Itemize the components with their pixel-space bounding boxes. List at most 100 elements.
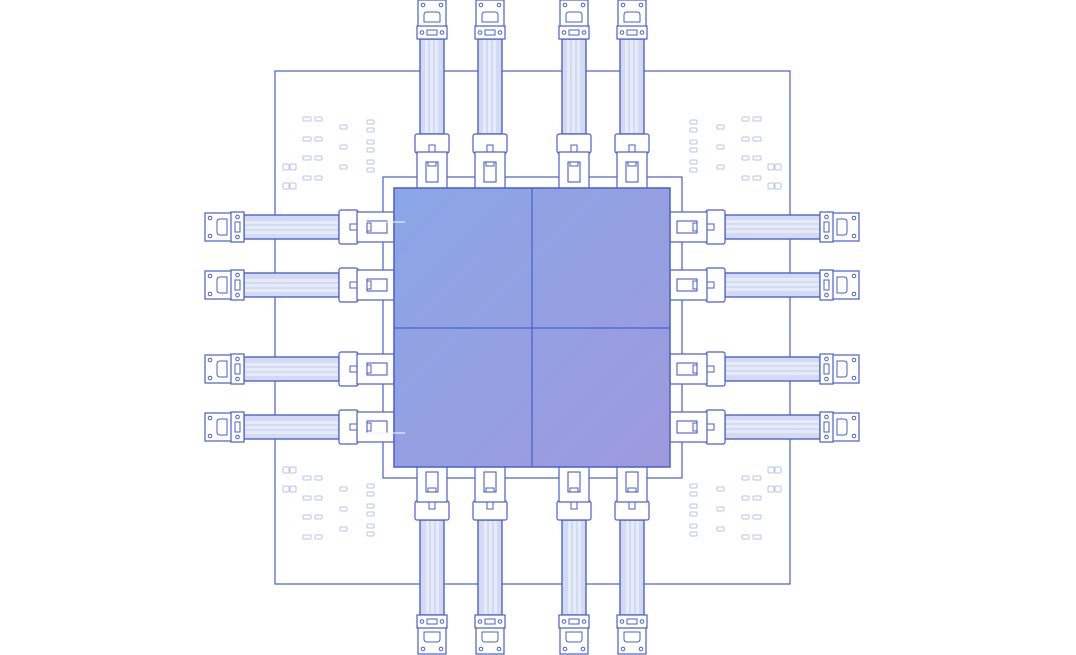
plug-collar <box>558 614 590 629</box>
plug-collar <box>558 25 590 40</box>
cable-stripe <box>494 521 497 614</box>
plug-port <box>836 276 848 294</box>
pad-mark <box>741 155 750 161</box>
screw-hole <box>851 215 857 221</box>
plug-collar <box>474 25 506 40</box>
pad-mark <box>741 475 750 481</box>
screw-hole <box>824 376 829 382</box>
screw-hole <box>824 414 829 420</box>
pad-mark <box>302 495 312 501</box>
cable-stripe <box>245 221 338 224</box>
connector-bottom <box>414 464 450 655</box>
screw-hole <box>639 619 645 624</box>
pad-mark <box>282 182 290 190</box>
pad-mark <box>302 514 312 520</box>
pad-mark <box>339 164 348 170</box>
socket-pin <box>366 222 372 232</box>
plug-head <box>204 412 233 442</box>
pad-mark <box>339 526 348 532</box>
screw-hole <box>420 2 426 8</box>
pad-mark <box>767 485 775 493</box>
pad-mark <box>302 475 312 481</box>
screw-hole <box>235 414 240 420</box>
pad-mark <box>314 136 323 142</box>
screw-hole <box>235 292 240 298</box>
pad-mark <box>752 136 762 142</box>
pad-mark <box>741 495 750 501</box>
screw-hole <box>638 646 644 652</box>
pad-mark <box>314 175 323 181</box>
pad-mark <box>289 466 297 474</box>
cable-stripe <box>484 521 487 614</box>
plug-head <box>204 270 233 300</box>
screw-hole <box>562 2 568 8</box>
cable-stripe <box>636 521 639 614</box>
cable-stripe <box>567 40 570 133</box>
cable-stripe <box>426 521 429 614</box>
screw-hole <box>496 646 502 652</box>
pad-mark <box>752 116 762 122</box>
screw-hole <box>824 434 829 440</box>
pad-mark <box>689 119 698 125</box>
screw-hole <box>207 291 213 297</box>
plug-head <box>831 412 860 442</box>
socket-pin <box>427 487 437 493</box>
screw-hole <box>851 357 857 363</box>
plug-port <box>836 418 848 436</box>
connector-left <box>204 209 395 245</box>
screw-hole <box>851 273 857 279</box>
pad-mark <box>314 116 323 122</box>
cable-stripe <box>726 420 819 423</box>
pad-mark <box>289 485 297 493</box>
screw-hole <box>207 375 213 381</box>
cable-stripe <box>568 521 571 614</box>
latch <box>234 421 241 433</box>
socket-pin <box>485 161 495 167</box>
plug-port <box>216 418 228 436</box>
pad-mark <box>302 116 312 122</box>
latch <box>484 618 496 625</box>
screw-hole <box>438 646 444 652</box>
socket <box>356 211 395 243</box>
cable-stripe <box>430 40 433 133</box>
latch <box>626 29 638 36</box>
pad-mark <box>716 144 725 150</box>
cable-stripe <box>245 421 338 424</box>
screw-hole <box>439 30 445 35</box>
pad-mark <box>774 163 782 171</box>
pad-mark <box>741 175 750 181</box>
pad-mark <box>339 486 348 492</box>
cable-stripe <box>726 425 819 428</box>
socket-pin <box>427 161 437 167</box>
cable-stripe <box>573 521 576 614</box>
pad-mark <box>314 495 323 501</box>
pad-mark <box>366 491 375 497</box>
screw-hole <box>581 619 587 624</box>
plug-port <box>216 218 228 236</box>
socket <box>616 464 648 503</box>
screw-hole <box>207 415 213 421</box>
screw-hole <box>235 376 240 382</box>
socket <box>474 464 506 503</box>
screw-hole <box>420 646 426 652</box>
latch <box>568 29 580 36</box>
plug-port <box>565 11 583 23</box>
socket <box>558 151 590 190</box>
latch <box>426 29 438 36</box>
screw-hole <box>851 291 857 297</box>
pad-mark <box>689 523 698 529</box>
screw-hole <box>824 356 829 362</box>
pad-mark <box>314 155 323 161</box>
screw-hole <box>620 646 626 652</box>
cable-stripe <box>726 362 819 365</box>
connector-right <box>669 409 860 445</box>
plug-collar <box>230 269 245 301</box>
connectors <box>204 0 860 655</box>
cable-stripe <box>726 430 819 433</box>
pad-mark <box>689 491 698 497</box>
pad-mark <box>716 506 725 512</box>
screw-hole <box>207 233 213 239</box>
plug-collar <box>819 353 834 385</box>
connector-top <box>414 0 450 190</box>
screw-hole <box>619 30 625 35</box>
